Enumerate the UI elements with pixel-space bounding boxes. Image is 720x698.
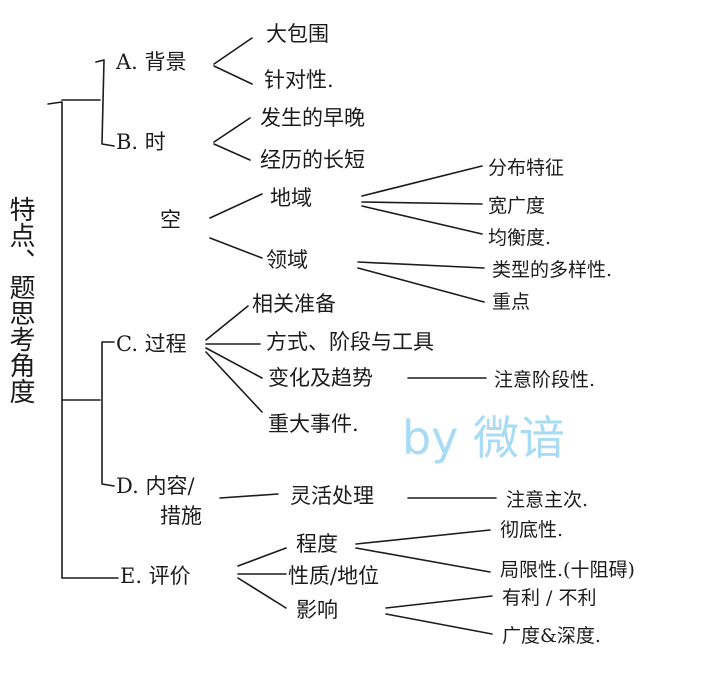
space-label: 空	[160, 208, 181, 232]
cd-bracket	[101, 341, 115, 487]
branch-a-label: A. 背景	[116, 50, 187, 74]
degree-line-1	[355, 529, 491, 545]
branch-c-child-3: 变化及趋势	[268, 366, 373, 390]
branch-a-child-2: 针对性.	[264, 68, 334, 92]
b-line-2	[213, 143, 251, 161]
b-line-1	[213, 117, 251, 143]
branch-c-child-4: 重大事件.	[268, 412, 359, 436]
branch-e-label: E. 评价	[120, 564, 191, 588]
degree-child-1: 彻底性.	[500, 519, 564, 541]
domain-child-1: 类型的多样性.	[492, 259, 613, 281]
c-line-4	[205, 351, 263, 413]
region-label: 地域	[270, 186, 312, 210]
branch-b-label: B. 时	[116, 130, 166, 154]
branch-a-child-1: 大包围	[266, 22, 329, 46]
ab-bracket	[95, 59, 115, 147]
region-line-2	[361, 201, 483, 205]
a-line-1	[213, 37, 253, 65]
domain-line-2	[357, 267, 485, 303]
region-child-2: 宽广度	[488, 195, 546, 217]
region-child-1: 分布特征	[488, 157, 565, 179]
branch-b-child-1: 发生的早晚	[260, 106, 365, 130]
branch-c-child-2: 方式、阶段与工具	[266, 330, 434, 354]
influence-child-2: 广度&深度.	[502, 625, 601, 647]
root-topic: 特点、题思考角度	[5, 196, 35, 404]
watermark: by 微谙	[402, 411, 566, 465]
degree-line-2	[355, 547, 491, 573]
branch-c-child-1: 相关准备	[252, 292, 336, 316]
e-line-1	[237, 547, 287, 567]
branch-d-label-line2: 措施	[160, 504, 202, 528]
branch-d-label-line1: D. 内容/	[116, 474, 195, 498]
region-line-1	[361, 165, 483, 197]
space-line-2	[209, 237, 263, 259]
degree-child-2: 局限性.(十阻碍)	[500, 559, 635, 581]
region-line-3	[361, 205, 483, 235]
branch-d-child: 灵活处理	[290, 484, 374, 508]
influence-label: 影响	[296, 598, 338, 622]
c-line-1	[205, 305, 249, 341]
branch-c-label: C. 过程	[116, 332, 187, 356]
influence-line-2	[385, 613, 493, 635]
domain-line-1	[357, 261, 485, 269]
d-to-child-line	[219, 493, 279, 499]
nature-label: 性质/地位	[288, 564, 380, 588]
degree-label: 程度	[296, 532, 338, 556]
influence-child-1: 有利 / 不利	[502, 587, 597, 609]
branch-b-child-2: 经历的长短	[260, 148, 365, 172]
e-line-3	[237, 577, 287, 609]
root-bracket	[47, 101, 119, 579]
a-line-2	[213, 65, 253, 85]
domain-child-2: 重点	[492, 291, 531, 313]
trend-note: 注意阶段性.	[494, 369, 596, 391]
c-line-3	[205, 347, 263, 379]
space-line-1	[209, 193, 263, 219]
domain-label: 领域	[266, 248, 308, 272]
influence-line-1	[385, 595, 493, 609]
branch-d-note: 注意主次.	[506, 489, 589, 511]
region-child-3: 均衡度.	[488, 227, 552, 249]
